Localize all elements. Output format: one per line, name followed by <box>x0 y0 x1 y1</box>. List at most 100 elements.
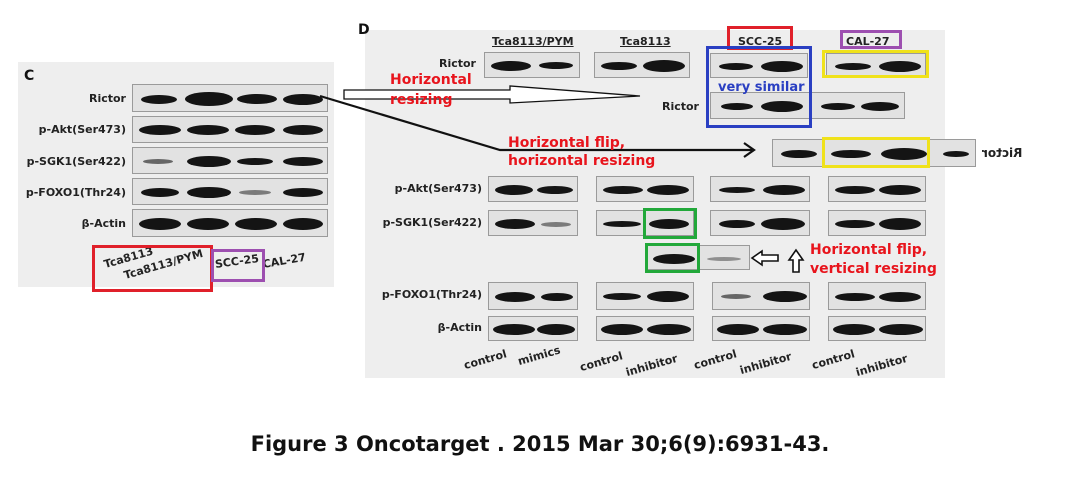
blot-band <box>541 222 571 227</box>
blot-band <box>943 151 969 157</box>
blot-band <box>235 218 277 230</box>
blot-band <box>493 324 535 335</box>
blot-band <box>879 185 921 195</box>
blot-band <box>139 218 181 230</box>
blot-band <box>761 218 805 230</box>
blot-strip <box>132 178 328 205</box>
hollow-arrow-up <box>787 248 805 273</box>
blot-band <box>185 92 233 106</box>
figure-caption: Figure 3 Oncotarget . 2015 Mar 30;6(9):6… <box>250 432 830 456</box>
blot-band <box>283 218 323 230</box>
blot-strip <box>594 52 690 78</box>
blot-strip <box>596 282 694 310</box>
blot-band <box>721 294 751 299</box>
panel-c-row-label: p-FOXO1(Thr24) <box>25 186 126 199</box>
blot-band <box>603 186 643 194</box>
blot-strip <box>488 316 578 341</box>
blot-strip <box>132 84 328 112</box>
annotation-flip-vertical: Horizontal flip, vertical resizing <box>810 241 937 279</box>
panel-c-row-label: Rictor <box>88 92 126 105</box>
blot-band <box>187 125 229 135</box>
blot-strip <box>712 282 810 310</box>
highlight-box-green <box>643 208 697 239</box>
blot-band <box>537 324 575 335</box>
panel-d-row-label: p-FOXO1(Thr24) <box>381 288 482 301</box>
cell-line-header: SCC-25 <box>738 35 783 48</box>
hollow-arrow-left <box>750 249 779 267</box>
annotation-horizontal-resizing: Horizontal resizing <box>390 72 472 108</box>
blot-band <box>143 159 173 164</box>
blot-band <box>239 190 271 195</box>
arrow-flip-resizing <box>319 94 752 152</box>
blot-strip <box>710 92 905 119</box>
blot-band <box>833 324 875 335</box>
blot-band <box>721 103 753 110</box>
blot-strip <box>828 282 926 310</box>
cell-line-header: Tca8113 <box>620 35 671 48</box>
blot-strip <box>596 176 694 202</box>
cell-line-header: CAL-27 <box>846 35 890 48</box>
panel-c-letter: C <box>24 68 35 84</box>
blot-band <box>781 150 817 158</box>
blot-band <box>647 185 689 195</box>
panel-d-row-label: Rictor <box>438 57 476 70</box>
blot-band <box>879 218 921 230</box>
highlight-box-purple <box>840 30 902 49</box>
blot-band <box>649 219 689 229</box>
panel-c-row-label: p-Akt(Ser473) <box>38 123 126 136</box>
blot-band <box>495 219 535 229</box>
blot-band <box>719 187 755 193</box>
blot-band <box>719 63 753 70</box>
annotation-flip-resizing: Horizontal flip, horizontal resizing <box>508 134 655 170</box>
blot-strip <box>826 53 926 78</box>
blot-band <box>539 62 573 69</box>
highlight-box-yellow <box>822 50 929 78</box>
blot-strip <box>484 52 580 78</box>
blot-band <box>643 60 685 72</box>
blot-band <box>601 62 637 70</box>
panel-d-row-label: Rictor <box>661 100 699 113</box>
blot-band <box>647 324 691 335</box>
blot-band <box>835 220 875 228</box>
blot-band <box>879 61 921 72</box>
annotation-line: Horizontal flip, <box>810 242 928 258</box>
blot-band <box>601 324 643 335</box>
annotation-very-similar: very similar <box>718 80 805 95</box>
blot-band <box>831 150 871 158</box>
blot-strip <box>828 210 926 236</box>
blot-band <box>835 63 871 70</box>
blot-band <box>141 188 179 197</box>
blot-band <box>707 257 741 261</box>
highlight-box-blue <box>706 46 812 128</box>
blot-strip <box>828 316 926 341</box>
panel-c-row-label: p-SGK1(Ser422) <box>26 155 126 168</box>
blot-band <box>763 324 807 335</box>
highlight-box-purple <box>211 249 265 282</box>
blot-band <box>283 125 323 135</box>
blot-band <box>283 188 323 197</box>
blot-band <box>235 125 275 135</box>
blot-band <box>603 221 641 227</box>
highlight-box-green <box>645 243 700 273</box>
blot-band <box>283 94 323 105</box>
blot-band <box>491 61 531 71</box>
blot-strip <box>132 147 328 174</box>
blot-band <box>879 324 923 335</box>
blot-band <box>835 186 875 194</box>
blot-band <box>283 157 323 166</box>
blot-band <box>763 291 807 302</box>
blot-band <box>761 61 803 72</box>
blot-strip <box>132 116 328 143</box>
cell-line-header: Tca8113/PYM <box>492 35 574 48</box>
blot-strip <box>710 176 810 202</box>
blot-band <box>763 185 805 195</box>
panel-c-row-label: β-Actin <box>81 217 126 230</box>
blot-band <box>537 186 573 194</box>
blot-band <box>653 254 695 264</box>
annotation-line: vertical resizing <box>810 261 937 277</box>
panel-d-row-label: p-Akt(Ser473) <box>394 182 482 195</box>
blot-band <box>187 218 229 230</box>
blot-band <box>237 94 277 104</box>
annotation-line: horizontal resizing <box>508 153 656 169</box>
blot-strip <box>828 176 926 202</box>
